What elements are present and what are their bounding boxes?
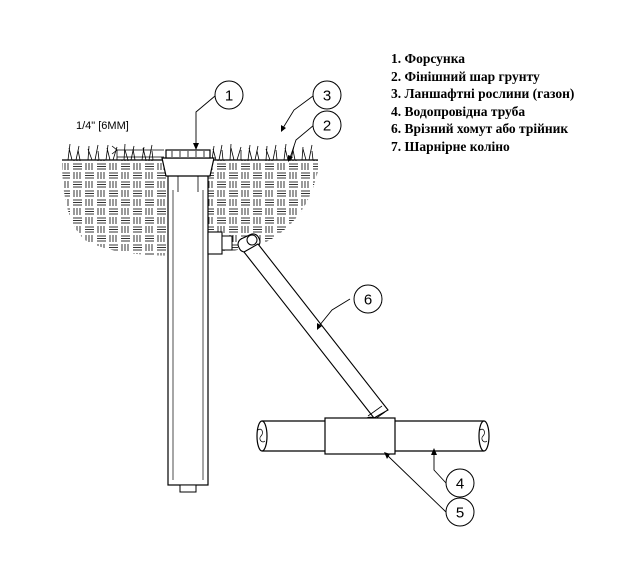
legend-item-1: 1. Форсунка xyxy=(391,51,466,66)
leader-lines xyxy=(195,95,447,513)
legend-item-2: 2. Фінішний шар грунту xyxy=(391,68,540,84)
dimension-marker xyxy=(111,145,164,158)
saddle-tee xyxy=(324,417,396,455)
spray-head-body xyxy=(167,154,209,493)
leader-arrowheads xyxy=(193,125,437,459)
nozzle-cap xyxy=(161,149,215,192)
side-inlet xyxy=(207,231,233,255)
svg-text:1: 1 xyxy=(225,88,233,105)
callout-3: 3 xyxy=(312,80,342,110)
callout-5: 5 xyxy=(445,497,475,527)
svg-text:3: 3 xyxy=(323,88,331,105)
callout-2: 2 xyxy=(312,110,342,140)
svg-text:5: 5 xyxy=(456,505,464,522)
dimension-label: 1/4" [6MM] xyxy=(76,120,129,132)
svg-text:6: 6 xyxy=(364,292,372,309)
callout-6: 6 xyxy=(353,284,383,314)
legend-item-4: 4. Водопровідна труба xyxy=(391,103,526,119)
svg-text:2: 2 xyxy=(323,118,331,135)
legend-item-7: 7. Шарнірне коліно xyxy=(391,138,510,154)
legend-item-6: 6. Врізний хомут або трійник xyxy=(391,121,569,137)
swing-pipe xyxy=(243,243,389,419)
callout-1: 1 xyxy=(214,80,244,110)
callout-4: 4 xyxy=(445,468,475,498)
svg-text:4: 4 xyxy=(456,476,464,493)
legend-item-3: 3. Ланшафтні рослини (газон) xyxy=(391,86,575,102)
legend: 1. Форсунка 2. Фінішний шар грунту 3. Ла… xyxy=(391,50,574,156)
turf-grass xyxy=(67,143,314,161)
